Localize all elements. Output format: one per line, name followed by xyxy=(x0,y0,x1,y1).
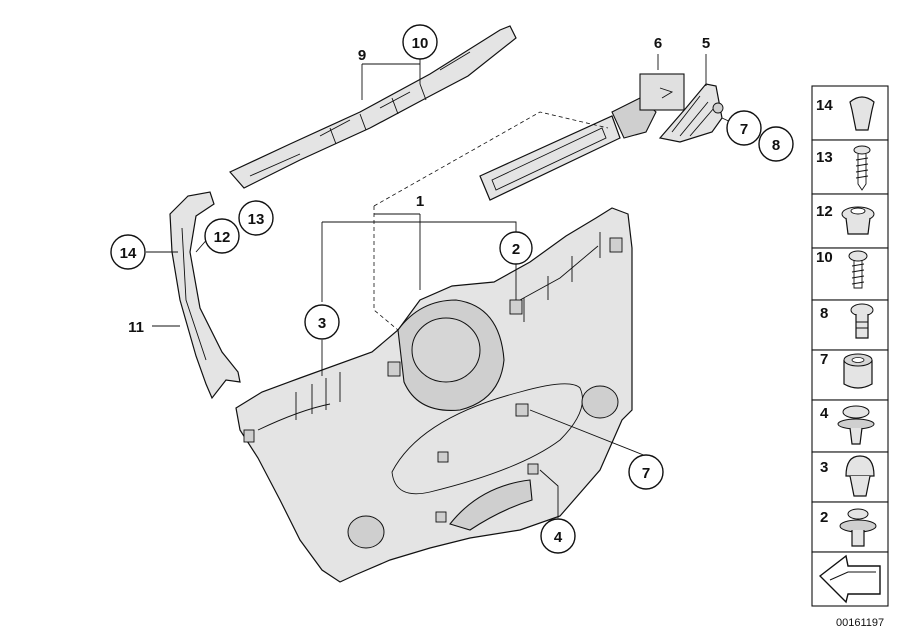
callout-5-label: 5 xyxy=(702,35,710,52)
direction-arrow-icon xyxy=(818,554,881,604)
legend-item-12: 12 xyxy=(811,193,889,249)
legend-item-2: 2 xyxy=(811,501,889,553)
legend-item-3: 3 xyxy=(811,451,889,503)
callout-14: 14 xyxy=(110,234,146,270)
legend-item-8: 8 xyxy=(811,299,889,351)
legend-item-12-label: 12 xyxy=(816,203,833,220)
callout-10-label: 10 xyxy=(412,35,429,52)
self-tapping-screw-icon xyxy=(853,145,871,191)
tailgate-trim-panel xyxy=(235,207,633,583)
screw-icon xyxy=(848,250,868,289)
handle-part xyxy=(479,73,685,201)
callout-13: 13 xyxy=(238,200,274,236)
legend-column: 14 13 12 10 xyxy=(811,85,889,607)
legend-item-14-label: 14 xyxy=(816,97,833,114)
trim-clip-icon xyxy=(845,455,875,497)
callout-9-label: 9 xyxy=(358,47,366,64)
upper-trim-strip xyxy=(229,25,517,189)
callout-7-upper-label: 7 xyxy=(740,121,748,138)
callout-14-label: 14 xyxy=(120,245,137,262)
callout-10: 10 xyxy=(402,24,438,60)
callout-5: 5 xyxy=(702,35,710,52)
callout-9: 9 xyxy=(358,47,366,64)
callout-11-label: 11 xyxy=(128,319,144,336)
legend-item-13: 13 xyxy=(811,139,889,195)
callout-3: 3 xyxy=(304,304,340,340)
bracket-part xyxy=(658,83,724,143)
callout-2-label: 2 xyxy=(512,241,520,258)
callout-1: 1 xyxy=(416,193,424,210)
callout-7-lower: 7 xyxy=(628,454,664,490)
callout-7-lower-label: 7 xyxy=(642,465,650,482)
legend-item-7: 7 xyxy=(811,349,889,401)
legend-item-8-label: 8 xyxy=(820,305,828,322)
callout-11: 11 xyxy=(128,319,144,336)
callout-12-label: 12 xyxy=(214,229,231,246)
callout-2: 2 xyxy=(499,231,533,265)
legend-item-10: 10 xyxy=(811,247,889,301)
callout-4-label: 4 xyxy=(554,529,563,546)
legend-item-10-label: 10 xyxy=(816,249,833,266)
callout-13-label: 13 xyxy=(248,211,265,228)
plastic-expanding-rivet-icon xyxy=(849,96,875,131)
callout-6-label: 6 xyxy=(654,35,662,52)
legend-item-4: 4 xyxy=(811,399,889,453)
legend-item-3-label: 3 xyxy=(820,459,828,476)
direction-arrow-box xyxy=(811,551,889,607)
callout-7-upper: 7 xyxy=(726,110,762,146)
legend-item-14: 14 xyxy=(811,85,889,141)
grommet-icon xyxy=(841,206,875,235)
legend-item-2-label: 2 xyxy=(820,509,828,526)
side-trim xyxy=(169,191,241,400)
spacer-nut-icon xyxy=(843,353,873,389)
callout-4: 4 xyxy=(540,518,576,554)
callout-8-label: 8 xyxy=(772,137,780,154)
legend-item-13-label: 13 xyxy=(816,149,833,166)
legend-item-4-label: 4 xyxy=(820,405,829,422)
diagram-reference-number: 00161197 xyxy=(836,617,884,629)
legend-item-7-label: 7 xyxy=(820,351,828,368)
callout-12: 12 xyxy=(204,218,240,254)
expanding-clip-icon xyxy=(839,508,877,547)
callout-3-label: 3 xyxy=(318,315,326,332)
push-clip-icon xyxy=(837,405,875,445)
bolt-icon xyxy=(850,303,874,339)
callout-1-label: 1 xyxy=(416,193,424,210)
dashed-guides xyxy=(373,111,609,331)
callout-6: 6 xyxy=(654,35,662,52)
callout-8: 8 xyxy=(758,126,794,162)
